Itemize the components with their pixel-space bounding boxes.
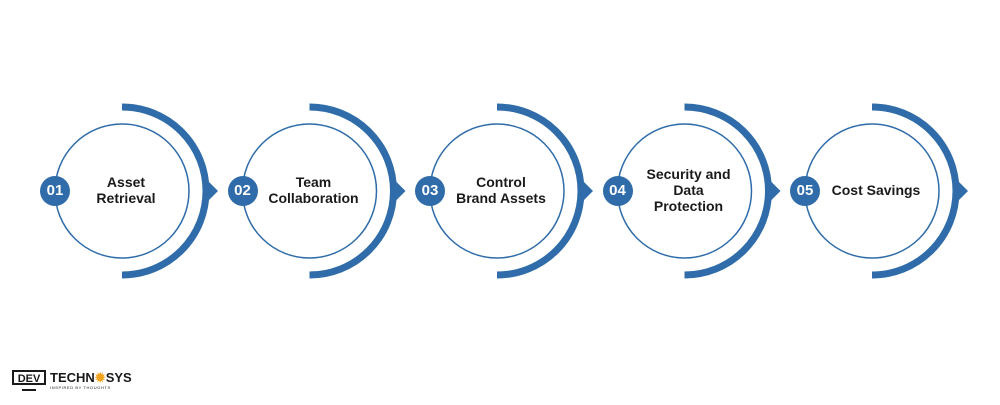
step-number-badge: 02 (227, 176, 258, 206)
step-arrow (766, 177, 781, 205)
step-arrow (954, 177, 968, 205)
logo-tagline: INSPIRED BY THOUGHTS (50, 385, 111, 390)
step-arrow (579, 177, 593, 205)
step-label: Cost Savings (831, 182, 921, 198)
step-arrow (204, 177, 218, 205)
logo-dev-box: DEV (12, 370, 46, 385)
step-label: Security and Data Protection (646, 166, 731, 214)
step-number-badge: 01 (40, 176, 70, 206)
logo-sun-icon: ✹ (94, 370, 106, 385)
step-label: Team Collaboration (268, 174, 359, 206)
logo-monitor-stand (22, 385, 36, 391)
logo-wordmark: TECHN✹SYS (50, 370, 132, 385)
step-number-badge: 05 (790, 176, 820, 206)
logo-sys: SYS (105, 370, 132, 385)
step-label: Control Brand Assets (456, 174, 546, 206)
step-number-badge: 03 (415, 176, 445, 206)
step-arrow (391, 177, 406, 205)
step-number-badge: 04 (602, 176, 633, 206)
logo-techno: TECHN (50, 370, 95, 385)
step-label: Asset Retrieval (96, 174, 156, 206)
